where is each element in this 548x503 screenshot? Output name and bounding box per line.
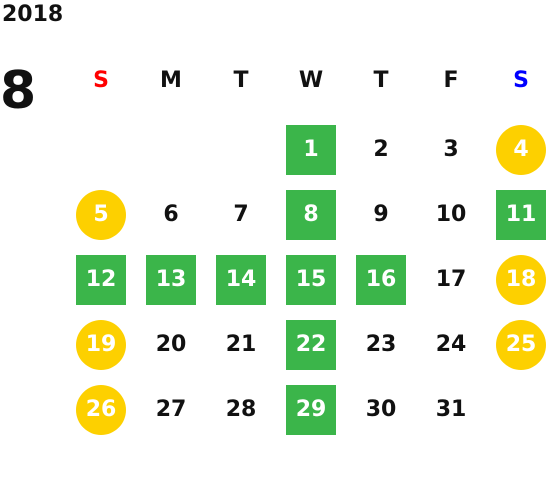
day-18[interactable]: 18 [496,255,546,305]
weekday-sunday: S [93,68,109,93]
calendar-cell-empty [136,117,206,182]
day-3[interactable]: 3 [443,137,459,162]
calendar-cell: 8 [276,182,346,247]
calendar-cell: 25 [486,312,548,377]
calendar-cell-empty [66,117,136,182]
day-13[interactable]: 13 [146,255,196,305]
day-26[interactable]: 26 [76,385,126,435]
calendar-cell: 22 [276,312,346,377]
calendar-cell: 23 [346,312,416,377]
weekday-thursday: T [373,68,389,93]
calendar-cell: 6 [136,182,206,247]
day-30[interactable]: 30 [365,397,397,422]
calendar-cell: 7 [206,182,276,247]
day-11[interactable]: 11 [496,190,546,240]
calendar-cell: 5 [66,182,136,247]
calendar-cell: 28 [206,377,276,442]
day-1[interactable]: 1 [286,125,336,175]
day-17[interactable]: 17 [435,267,467,292]
day-25[interactable]: 25 [496,320,546,370]
calendar-cell: 4 [486,117,548,182]
calendar-cell: 21 [206,312,276,377]
day-14[interactable]: 14 [216,255,266,305]
day-23[interactable]: 23 [365,332,397,357]
calendar-cell: 3 [416,117,486,182]
day-5[interactable]: 5 [76,190,126,240]
calendar-year: 2018 [2,2,64,27]
day-15[interactable]: 15 [286,255,336,305]
day-8[interactable]: 8 [286,190,336,240]
calendar-cell: 18 [486,247,548,312]
calendar-cell: 31 [416,377,486,442]
day-27[interactable]: 27 [155,397,187,422]
calendar-cell: 12 [66,247,136,312]
day-10[interactable]: 10 [435,202,467,227]
day-12[interactable]: 12 [76,255,126,305]
day-20[interactable]: 20 [155,332,187,357]
calendar-cell: 16 [346,247,416,312]
weekday-tuesday: T [233,68,249,93]
day-29[interactable]: 29 [286,385,336,435]
calendar-cell: 14 [206,247,276,312]
day-6[interactable]: 6 [163,202,179,227]
day-7[interactable]: 7 [233,202,249,227]
calendar-cell: 2 [346,117,416,182]
day-22[interactable]: 22 [286,320,336,370]
day-2[interactable]: 2 [373,137,389,162]
day-4[interactable]: 4 [496,125,546,175]
calendar-cell: 10 [416,182,486,247]
calendar-cell: 1 [276,117,346,182]
calendar-cell-empty [206,117,276,182]
weekday-saturday: S [513,68,529,93]
day-24[interactable]: 24 [435,332,467,357]
calendar-cell: 9 [346,182,416,247]
calendar-cell: 30 [346,377,416,442]
calendar-month: 8 [0,61,37,121]
day-31[interactable]: 31 [435,397,467,422]
day-21[interactable]: 21 [225,332,257,357]
calendar-cell: 19 [66,312,136,377]
weekday-friday: F [443,68,459,93]
day-19[interactable]: 19 [76,320,126,370]
calendar-cell: 29 [276,377,346,442]
calendar-cell: 13 [136,247,206,312]
calendar-cell: 15 [276,247,346,312]
calendar-cell: 20 [136,312,206,377]
calendar-cell: 24 [416,312,486,377]
weekday-wednesday: W [298,68,324,93]
day-9[interactable]: 9 [373,202,389,227]
day-16[interactable]: 16 [356,255,406,305]
weekday-monday: M [160,68,182,93]
calendar-cell-empty [486,377,548,442]
calendar-cell: 17 [416,247,486,312]
day-28[interactable]: 28 [225,397,257,422]
calendar-cell: 27 [136,377,206,442]
weekday-header: S M T W T F S [66,66,548,96]
calendar-cell: 26 [66,377,136,442]
calendar-cell: 11 [486,182,548,247]
